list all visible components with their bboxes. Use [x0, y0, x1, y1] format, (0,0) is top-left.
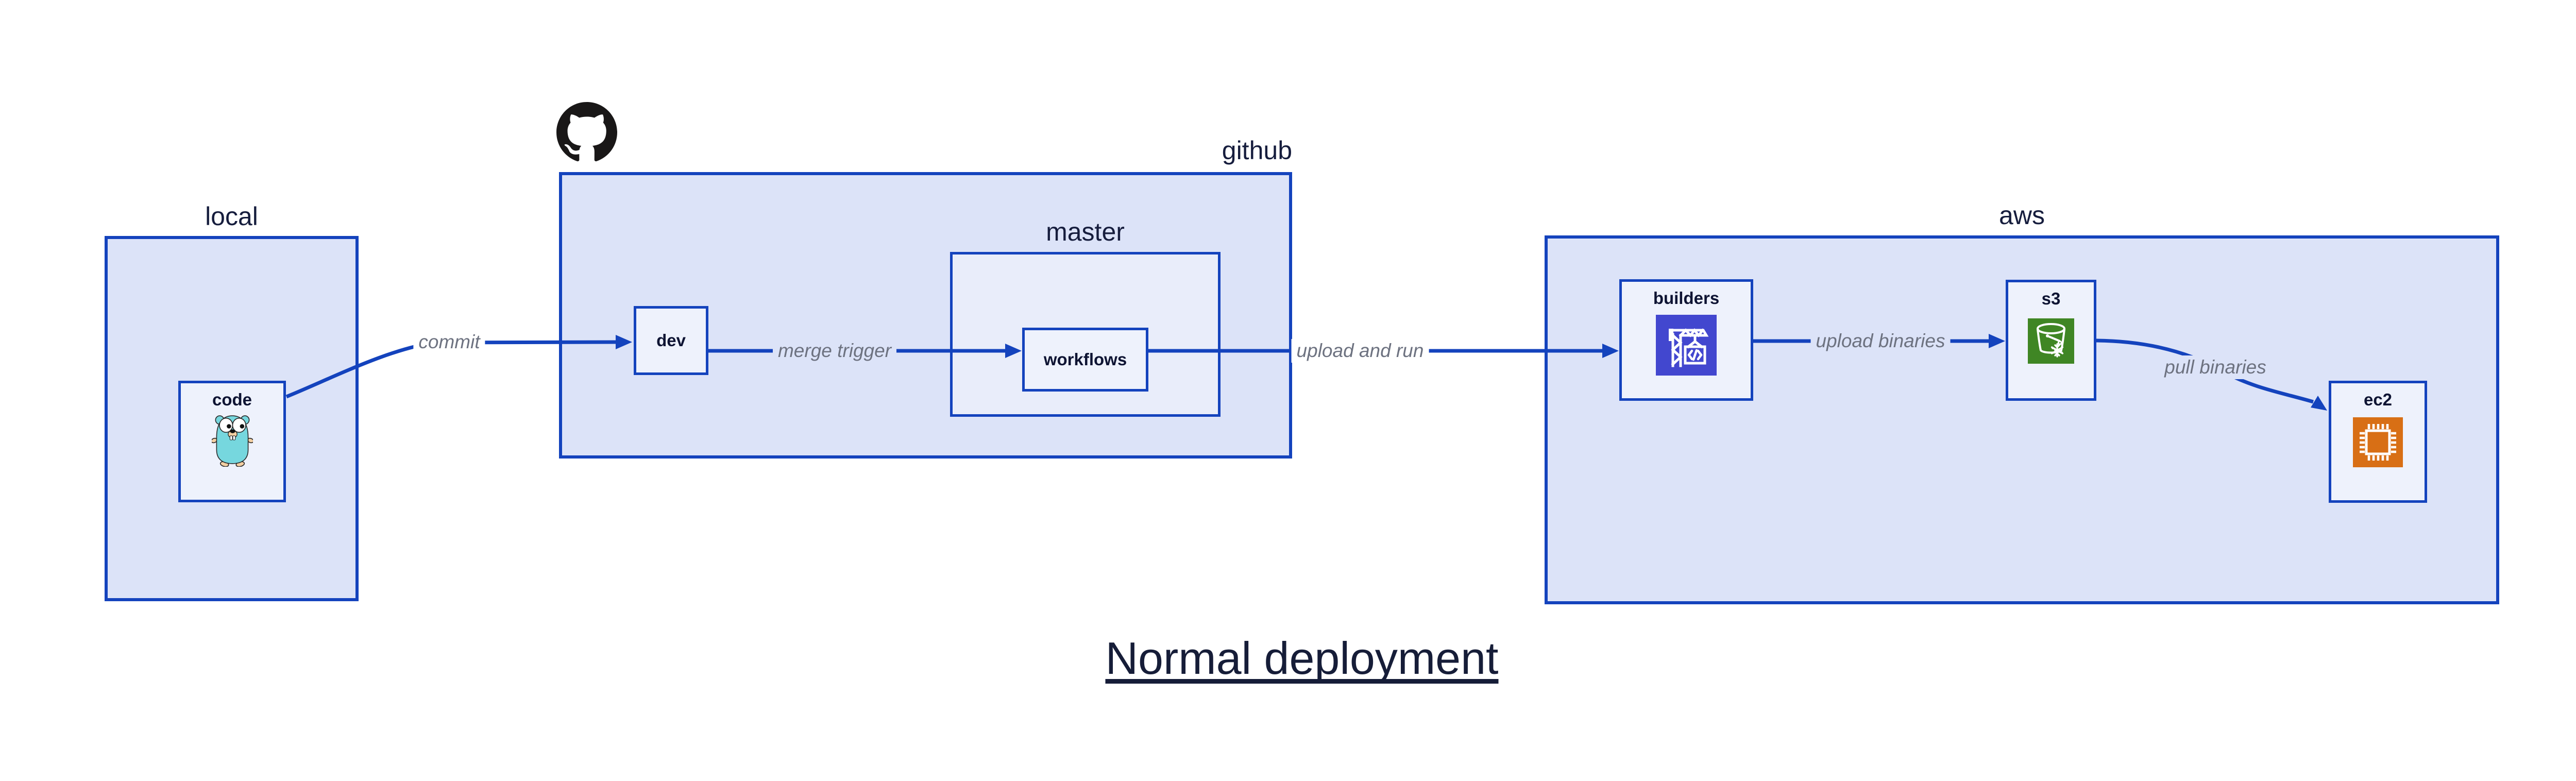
edge-upload-binaries-label: upload binaries — [1810, 329, 1951, 353]
zone-aws-label: aws — [1999, 201, 2045, 230]
node-workflows-label: workflows — [1043, 350, 1127, 369]
zone-local-label: local — [205, 202, 258, 231]
node-ec2-label: ec2 — [2363, 390, 2393, 409]
diagram-title-text: Normal deployment — [1105, 633, 1499, 684]
edge-pull-binaries-label: pull binaries — [2159, 355, 2272, 379]
s3-bucket-icon — [2028, 318, 2074, 366]
edge-merge-trigger-label: merge trigger — [772, 339, 897, 363]
node-code-label: code — [212, 390, 252, 409]
node-s3: s3 — [2006, 280, 2096, 401]
github-octocat-icon — [556, 102, 617, 163]
zone-master-label: master — [1046, 217, 1125, 246]
node-ec2: ec2 — [2329, 381, 2427, 503]
zone-github-label: github — [1222, 136, 1292, 165]
edge-upload-and-run-label: upload and run — [1291, 339, 1429, 363]
node-builders: builders — [1619, 279, 1753, 401]
node-dev-label: dev — [656, 331, 686, 350]
node-builders-label: builders — [1653, 288, 1720, 308]
ec2-chip-icon — [2353, 417, 2403, 470]
diagram-title: Normal deployment — [0, 633, 2576, 684]
node-dev: dev — [634, 306, 708, 375]
edge-commit-label: commit — [413, 330, 485, 354]
node-workflows: workflows — [1022, 328, 1148, 392]
node-s3-label: s3 — [2041, 289, 2061, 308]
node-code: code — [178, 381, 286, 502]
codebuild-crane-icon — [1656, 315, 1717, 378]
go-gopher-icon — [210, 413, 254, 469]
